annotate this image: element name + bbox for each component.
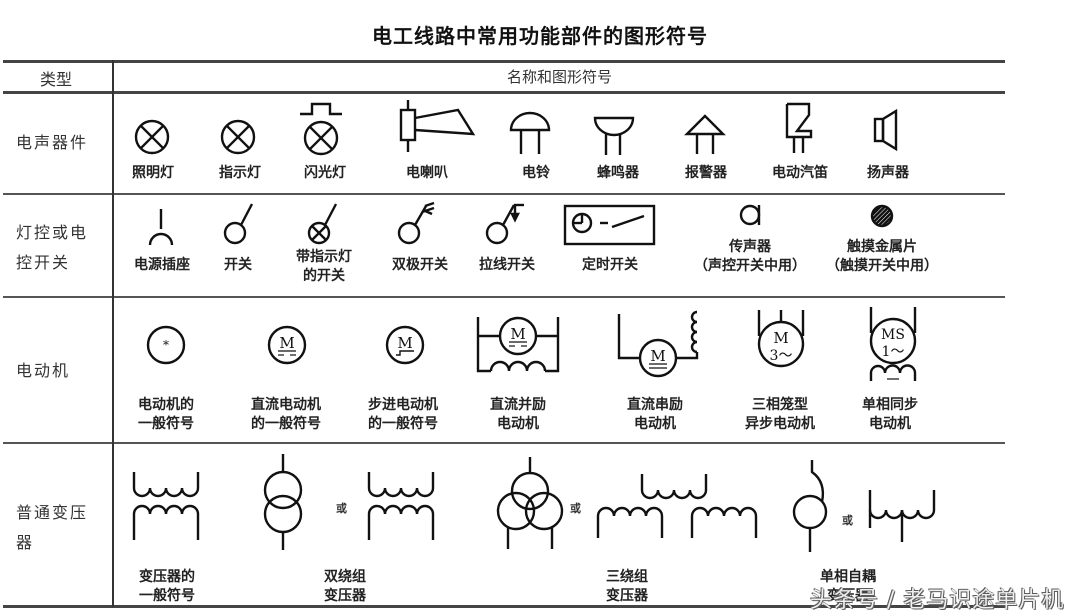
category-motors: 电动机 [16, 361, 71, 380]
switch-with-indicator-icon [307, 203, 338, 245]
alarm-icon [684, 114, 726, 154]
category-light-switches: 灯控或电 控开关 [16, 223, 89, 272]
label-switch: 开关 [224, 257, 252, 273]
buzzer-icon [593, 116, 635, 155]
label-power-socket: 电源插座 [134, 257, 190, 273]
two-winding-transformer-icon [263, 454, 303, 550]
header-type: 类型 [39, 70, 72, 89]
label-single-phase-autotransformer: 单相自耦 变压器 [820, 569, 876, 604]
label-electric-horn: 电喇叭 [406, 165, 448, 181]
row-divider-1 [3, 193, 1005, 195]
header-names: 名称和图形符号 [506, 68, 612, 86]
speaker-icon [873, 108, 898, 152]
svg-text:M: M [279, 334, 294, 352]
transformer-general-icon [132, 472, 200, 540]
svg-text:M: M [510, 325, 525, 343]
label-stepper-motor: 步进电动机 的一般符号 [368, 397, 438, 432]
microphone-icon [739, 204, 761, 226]
label-dc-shunt-motor: 直流并励 电动机 [490, 397, 546, 432]
svg-text:*: * [163, 338, 169, 352]
watermark: 头条号 / 老马识途单片机 [810, 588, 1065, 613]
svg-text:M: M [773, 329, 788, 347]
table-bottom-rule [3, 605, 1005, 608]
double-pole-switch-icon [397, 201, 435, 245]
label-single-phase-sync-motor: 单相同步 电动机 [862, 397, 918, 432]
pull-cord-switch-icon [485, 203, 524, 245]
dc-motor-icon: M [267, 325, 307, 365]
electric-bell-icon [509, 111, 551, 154]
label-speaker: 扬声器 [867, 165, 909, 181]
flash-lamp-icon [300, 102, 342, 156]
svg-text:MS: MS [881, 327, 905, 343]
svg-text:M: M [397, 334, 412, 352]
label-motor-general: 电动机的 一般符号 [138, 397, 194, 432]
svg-text:1～: 1～ [882, 344, 905, 360]
svg-text:M: M [650, 347, 665, 365]
indicator-lamp-icon [220, 119, 256, 155]
three-winding-transformer-icon [496, 457, 564, 549]
label-indicator-lamp: 指示灯 [219, 165, 261, 181]
label-flash-lamp: 闪光灯 [304, 165, 346, 181]
header-bottom-rule [3, 91, 1005, 94]
label-alarm: 报警器 [685, 165, 727, 181]
dc-shunt-motor-icon: M [476, 316, 560, 373]
dc-series-motor-icon: M [617, 310, 699, 378]
label-electric-bell: 电铃 [522, 165, 550, 181]
motor-general-icon: * [146, 325, 186, 365]
label-two-winding-transformer: 双绕组 变压器 [324, 569, 366, 604]
label-pull-cord-switch: 拉线开关 [479, 257, 535, 273]
two-winding-transformer-alt-icon [367, 472, 435, 540]
label-lamp: 照明灯 [132, 165, 174, 181]
three-winding-transformer-alt-icon [596, 474, 758, 538]
electric-horn-icon [399, 100, 476, 152]
table-top-rule [3, 60, 1005, 63]
power-socket-icon [148, 209, 174, 246]
label-microphone: 传声器 （声控开关中用） [694, 239, 806, 274]
three-phase-induction-motor-icon: M 3～ [757, 310, 805, 368]
label-touch-plate: 触摸金属片 （触摸开关中用） [826, 239, 938, 274]
diagram-title: 电工线路中常用功能部件的图形符号 [372, 24, 708, 48]
lamp-icon [134, 119, 170, 155]
single-phase-autotransformer-icon [792, 460, 828, 552]
label-three-winding-transformer: 三绕组 变压器 [606, 569, 648, 604]
or-text-3: 或 [842, 514, 853, 527]
label-buzzer: 蜂鸣器 [597, 165, 639, 181]
or-text-2: 或 [570, 502, 581, 515]
label-timer-switch: 定时开关 [582, 257, 638, 273]
svg-text:3～: 3～ [770, 348, 793, 364]
column-divider [112, 60, 114, 607]
single-phase-autotransformer-alt-icon [868, 490, 936, 542]
category-acoustic-devices: 电声器件 [16, 133, 89, 152]
touch-plate-icon [870, 204, 894, 228]
or-text-1: 或 [336, 502, 347, 515]
row-divider-2 [3, 296, 1005, 298]
timer-switch-icon [563, 204, 656, 246]
label-switch-with-indicator: 带指示灯 的开关 [296, 249, 352, 284]
electric-siren-icon [785, 102, 813, 153]
category-transformers: 普通变压 器 [16, 503, 89, 552]
label-dc-motor: 直流电动机 的一般符号 [251, 397, 321, 432]
switch-icon [223, 203, 254, 245]
label-transformer-general: 变压器的 一般符号 [139, 569, 195, 604]
single-phase-sync-motor-icon: MS 1～ [869, 307, 917, 381]
label-electric-siren: 电动汽笛 [772, 165, 828, 181]
row-divider-3 [3, 442, 1005, 444]
label-double-pole-switch: 双极开关 [392, 257, 448, 273]
label-dc-series-motor: 直流串励 电动机 [627, 397, 683, 432]
stepper-motor-icon: M [385, 325, 425, 365]
label-three-phase-induction-motor: 三相笼型 异步电动机 [745, 397, 815, 432]
